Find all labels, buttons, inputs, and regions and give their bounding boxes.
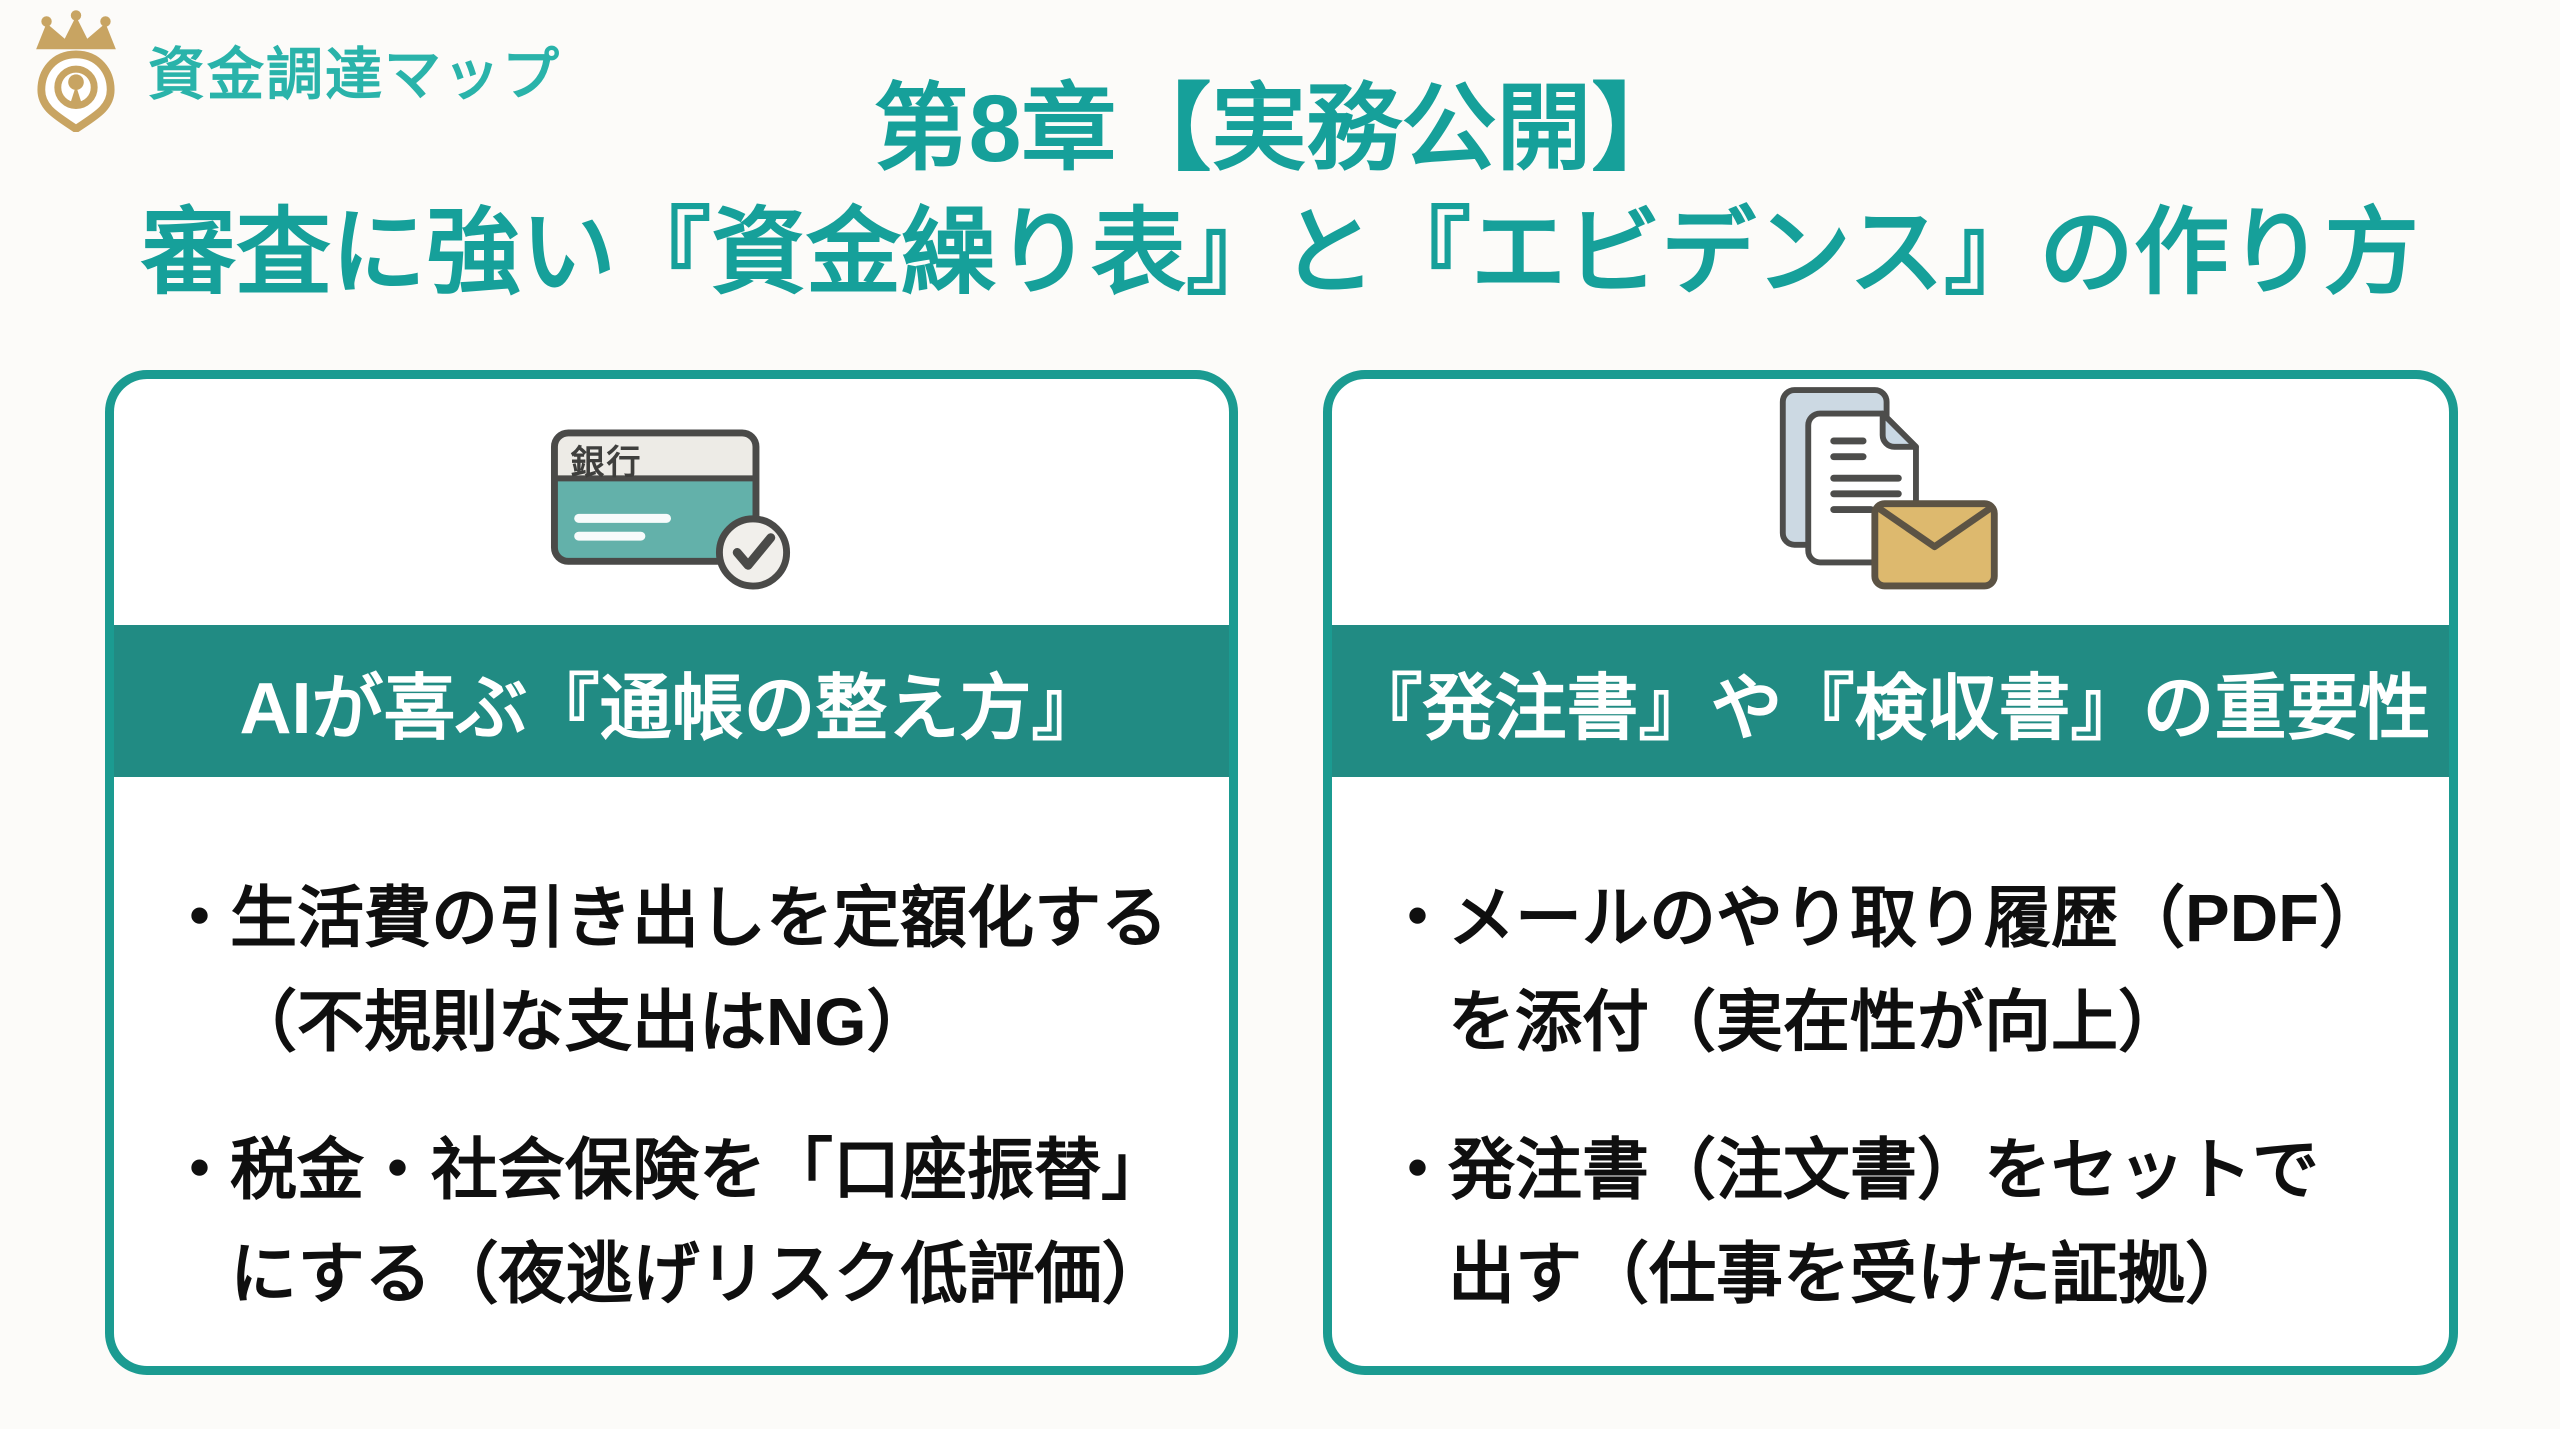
card-documents-body: ・ メールのやり取り履歴（PDF） を添付（実在性が向上） ・ 発注書（注文書）… xyxy=(1332,777,2449,1326)
page-title-line2: 審査に強い『資金繰り表』と『エビデンス』の作り方 xyxy=(140,199,2420,306)
list-item: ・ 税金・社会保険を「口座振替」 にする（夜逃げリスク低評価） xyxy=(166,1119,1201,1327)
bullet-icon: ・ xyxy=(166,881,233,956)
brand-logo-text: 資金調達マップ xyxy=(148,43,561,107)
bank-icon-label: 銀行 xyxy=(570,444,643,482)
crown-pin-logo-icon xyxy=(36,10,116,132)
bullet-line: 生活費の引き出しを定額化する xyxy=(230,881,1168,956)
documents-envelope-icon xyxy=(1773,384,2008,595)
card-documents-icon-area xyxy=(1332,379,2449,625)
bullet-line: （不規則な支出はNG） xyxy=(230,984,934,1060)
bullet-line: 出す（仕事を受けた証拠） xyxy=(1448,1236,2252,1312)
list-item: ・ 生活費の引き出しを定額化する （不規則な支出はNG） xyxy=(166,867,1201,1075)
bullet-line: 発注書（注文書）をセットで xyxy=(1448,1132,2319,1208)
bullet-icon: ・ xyxy=(1384,1132,1451,1208)
bullet-icon: ・ xyxy=(166,1132,233,1208)
brand-logo: 資金調達マップ xyxy=(24,8,561,132)
bullet-icon: ・ xyxy=(1384,881,1451,956)
card-bank-header: AIが喜ぶ『通帳の整え方』 xyxy=(114,625,1229,777)
page-title-line1: 第8章【実務公開】 xyxy=(873,76,1687,182)
bullet-line: にする（夜逃げリスク低評価） xyxy=(230,1236,1169,1312)
list-item: ・ メールのやり取り履歴（PDF） を添付（実在性が向上） xyxy=(1384,867,2421,1075)
page-title: 第8章【実務公開】 審査に強い『資金繰り表』と『エビデンス』の作り方 xyxy=(0,68,2560,315)
card-bank-book: 銀行 AIが喜ぶ『通帳の整え方』 ・ 生活費の引き出しを定額化する （不規則な支… xyxy=(105,370,1238,1375)
bullet-line: 税金・社会保険を「口座振替」 xyxy=(230,1132,1168,1208)
bullet-line: を添付（実在性が向上） xyxy=(1448,984,2185,1060)
card-bank-icon-area: 銀行 xyxy=(114,379,1229,625)
card-documents-evidence: 『発注書』や『検収書』の重要性 ・ メールのやり取り履歴（PDF） を添付（実在… xyxy=(1323,370,2458,1375)
list-item: ・ 発注書（注文書）をセットで 出す（仕事を受けた証拠） xyxy=(1384,1119,2421,1327)
card-bank-body: ・ 生活費の引き出しを定額化する （不規則な支出はNG） ・ 税金・社会保険を「… xyxy=(114,777,1229,1326)
bullet-line: メールのやり取り履歴（PDF） xyxy=(1448,881,2386,956)
card-documents-header: 『発注書』や『検収書』の重要性 xyxy=(1332,625,2449,777)
bank-passbook-check-icon: 銀行 xyxy=(547,427,797,595)
